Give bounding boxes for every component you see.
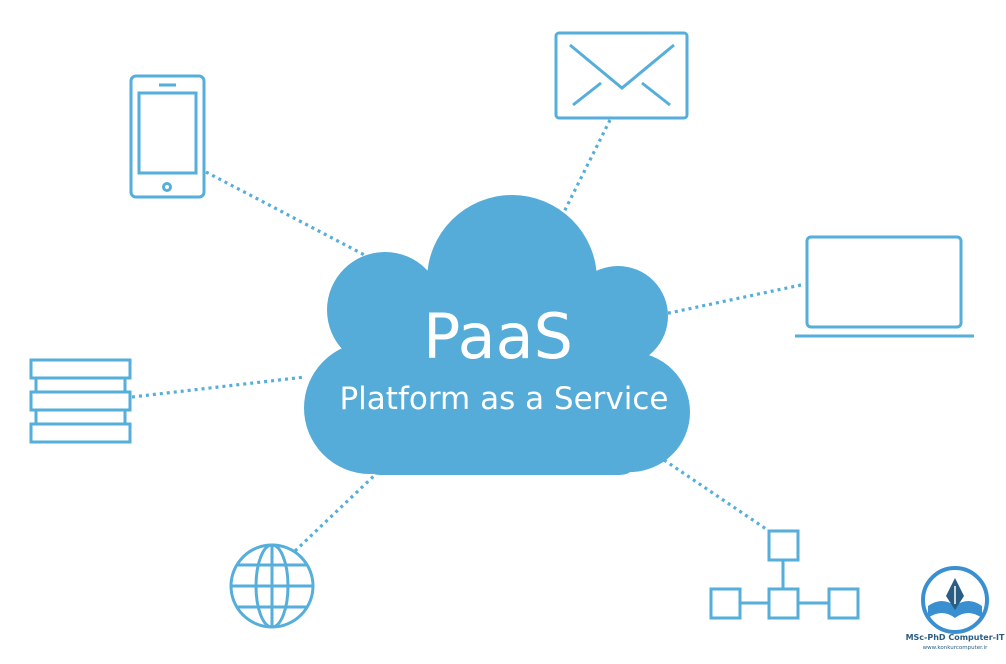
- globe-icon: [229, 543, 315, 629]
- mobile-phone-icon: [129, 74, 206, 199]
- cloud-subtitle: Platform as a Service: [339, 381, 668, 417]
- connector-laptop: [654, 283, 802, 318]
- server-stack-icon: [29, 358, 132, 444]
- cloud-title: PaaS: [423, 300, 573, 373]
- paas-cloud: PaaS Platform as a Service: [304, 195, 690, 475]
- connector-globe: [293, 470, 380, 553]
- laptop-icon: [795, 235, 974, 338]
- watermark-line2: www.konkurcomputer.ir: [923, 645, 989, 651]
- connector-servers: [131, 375, 306, 399]
- watermark-line1: MSc-PhD Computer-IT: [906, 633, 1005, 642]
- network-hierarchy-icon: [709, 529, 860, 620]
- cloud-shape: [304, 195, 690, 475]
- connector-network: [663, 458, 773, 535]
- connectors: [131, 119, 802, 553]
- email-envelope-icon: [554, 31, 689, 120]
- book-pen-logo-icon: [921, 566, 989, 634]
- watermark-logo: MSc-PhD Computer-IT www.konkurcomputer.i…: [906, 566, 1005, 651]
- connector-email: [561, 119, 612, 215]
- connector-phone: [205, 170, 379, 264]
